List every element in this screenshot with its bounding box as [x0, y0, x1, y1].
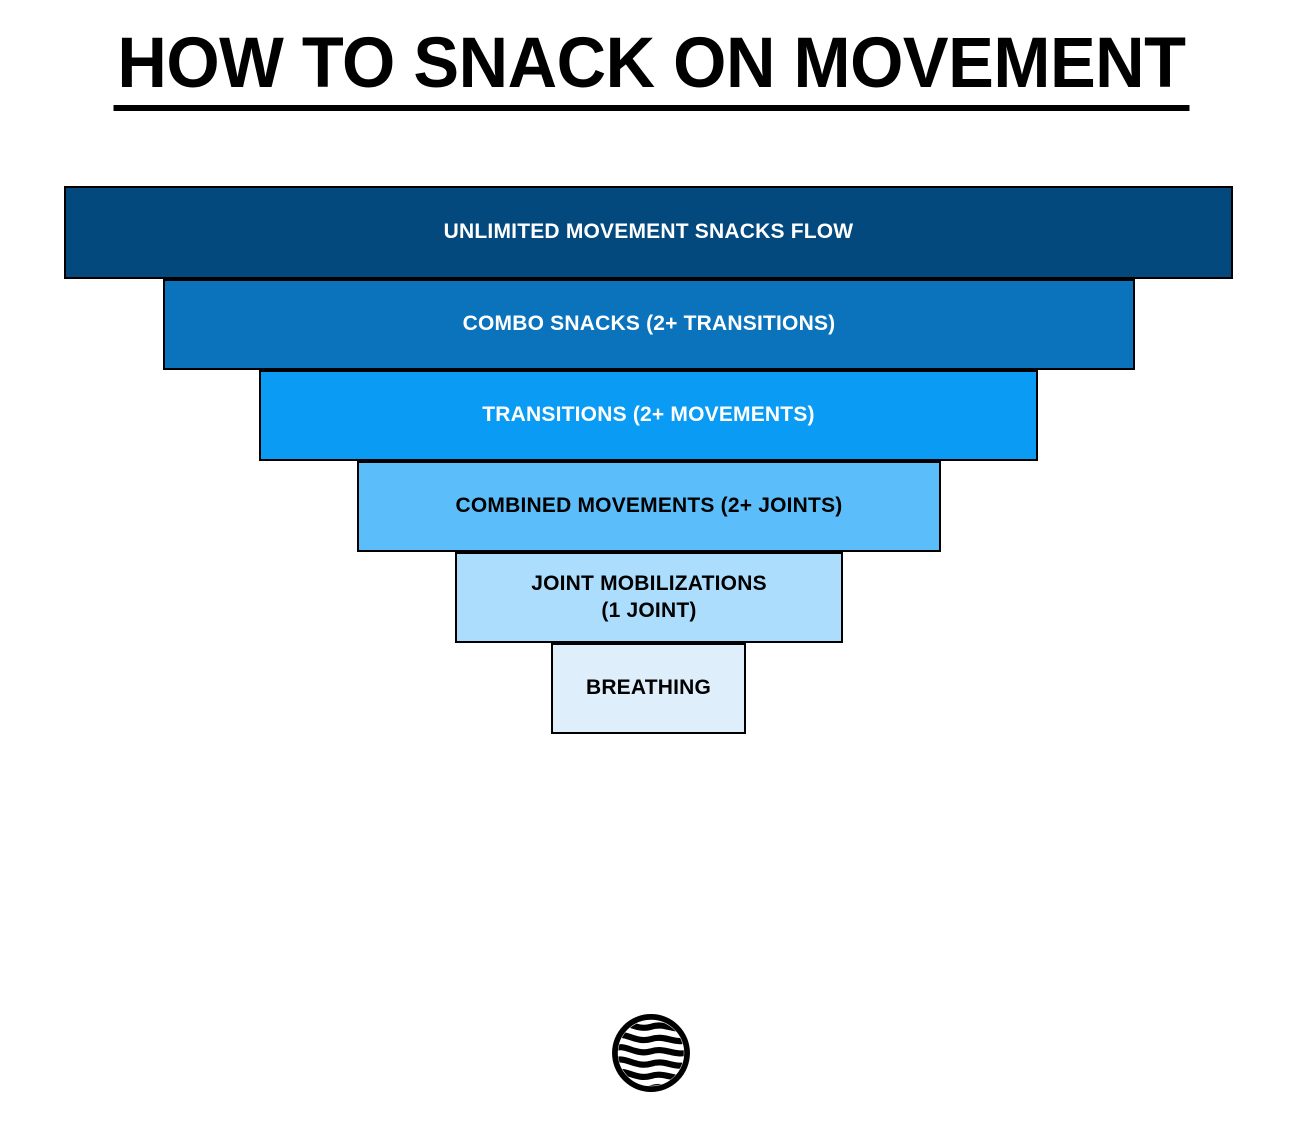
- logo-container: [0, 1012, 1302, 1099]
- page-title: HOW TO SNACK ON MOVEMENT: [113, 26, 1189, 112]
- funnel-level-3-label: TRANSITIONS (2+ MOVEMENTS): [482, 403, 815, 427]
- funnel-level-5-label: JOINT MOBILIZATIONS (1 JOINT): [531, 571, 767, 622]
- funnel-level-2: COMBO SNACKS (2+ TRANSITIONS): [163, 279, 1135, 370]
- funnel-level-1-label: UNLIMITED MOVEMENT SNACKS FLOW: [443, 220, 854, 244]
- movement-funnel-diagram: UNLIMITED MOVEMENT SNACKS FLOW COMBO SNA…: [0, 186, 1302, 746]
- funnel-level-2-label: COMBO SNACKS (2+ TRANSITIONS): [462, 312, 836, 336]
- funnel-level-4-label: COMBINED MOVEMENTS (2+ JOINTS): [455, 494, 843, 518]
- wavy-globe-logo-icon: [610, 1012, 692, 1094]
- funnel-level-6: BREATHING: [551, 643, 746, 734]
- funnel-level-6-label: BREATHING: [585, 676, 712, 700]
- funnel-level-4: COMBINED MOVEMENTS (2+ JOINTS): [357, 461, 941, 552]
- funnel-level-1: UNLIMITED MOVEMENT SNACKS FLOW: [64, 186, 1233, 279]
- page-title-container: HOW TO SNACK ON MOVEMENT: [0, 26, 1302, 112]
- funnel-level-3: TRANSITIONS (2+ MOVEMENTS): [259, 370, 1038, 461]
- funnel-level-5: JOINT MOBILIZATIONS (1 JOINT): [455, 552, 843, 643]
